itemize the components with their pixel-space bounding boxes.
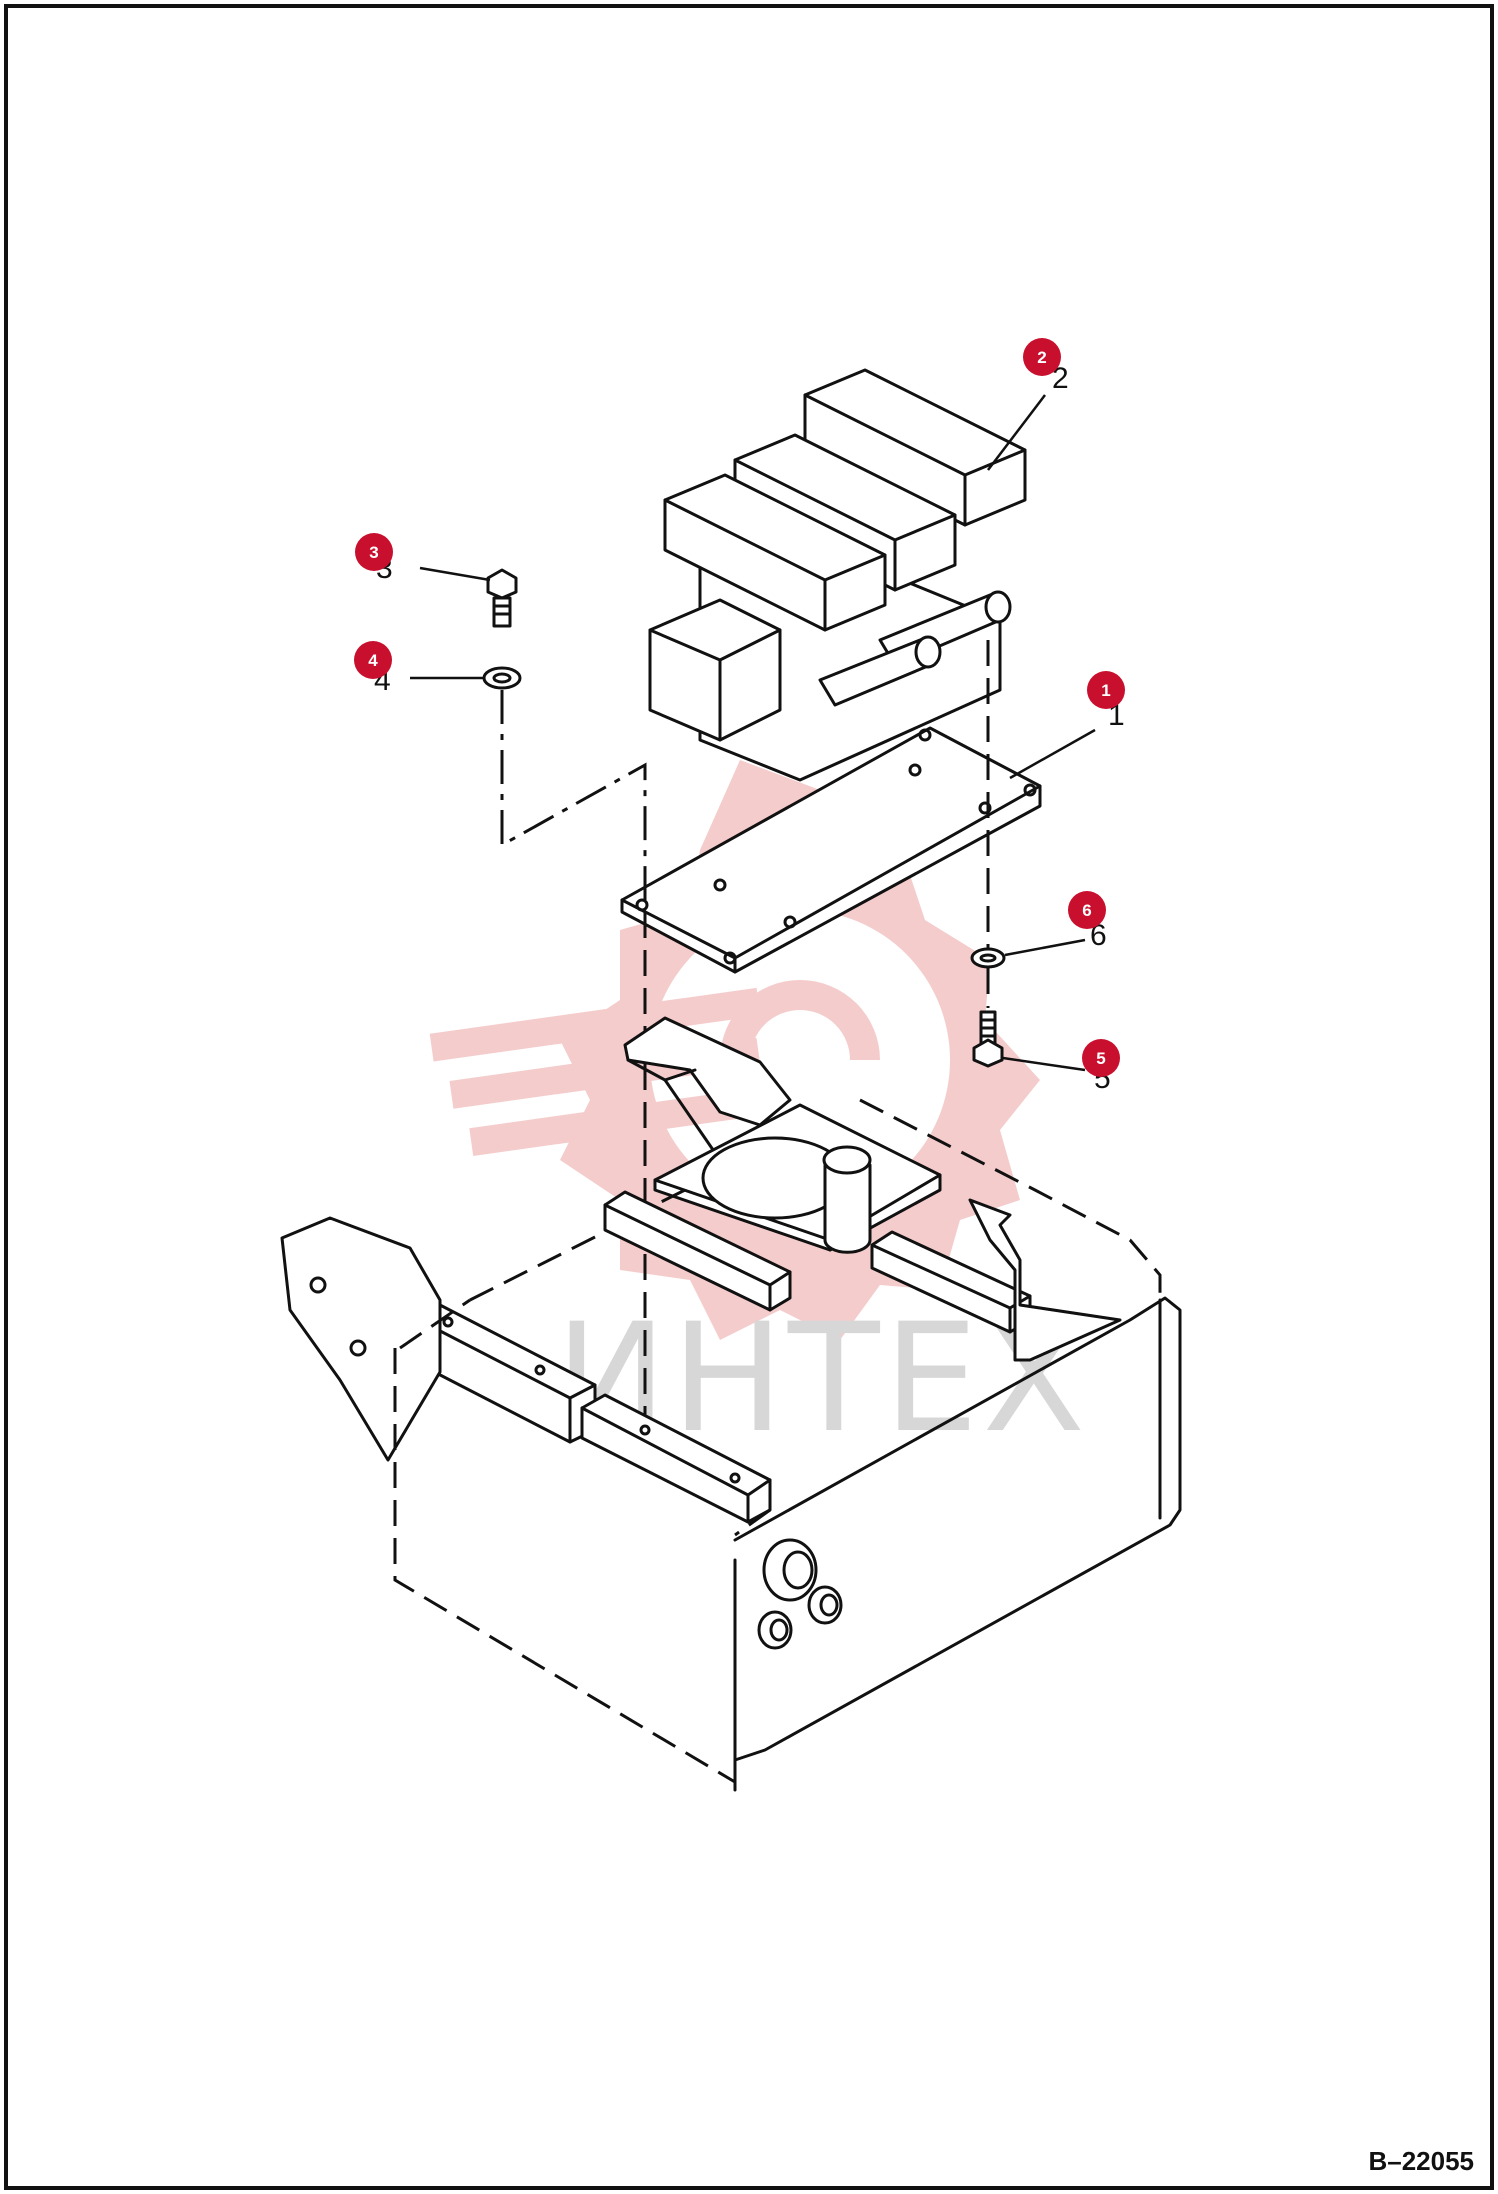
left-ear-bracket — [280, 1216, 442, 1462]
callout-label-2: 2 — [1052, 362, 1069, 395]
assembly-lines — [500, 640, 990, 1435]
badge-5-label: 5 — [1096, 1049, 1105, 1068]
callout-numbers: 2 1 3 4 6 5 — [374, 362, 1125, 1095]
bolt-item-3 — [486, 568, 518, 628]
badge-4[interactable]: 4 — [354, 641, 392, 679]
badge-2[interactable]: 2 — [1023, 338, 1061, 376]
washer-item-4 — [482, 666, 522, 690]
badge-3[interactable]: 3 — [355, 533, 393, 571]
leader-lines — [410, 394, 1096, 1072]
side-wing-bracket — [968, 1198, 1122, 1362]
washer-item-6 — [970, 947, 1006, 969]
top-plate — [653, 1103, 942, 1254]
badge-1[interactable]: 1 — [1087, 671, 1125, 709]
badge-1-label: 1 — [1101, 681, 1110, 700]
valve-block-assembly — [648, 368, 1027, 782]
drawing-id: B–22055 — [1368, 2146, 1474, 2176]
drawing-border — [4, 4, 1494, 2190]
tank-body — [393, 1098, 1182, 1792]
badge-5[interactable]: 5 — [1082, 1039, 1120, 1077]
badge-6-label: 6 — [1082, 901, 1091, 920]
badge-4-label: 4 — [368, 651, 378, 670]
badge-3-label: 3 — [369, 543, 378, 562]
badge-2-label: 2 — [1037, 348, 1046, 367]
badge-6[interactable]: 6 — [1068, 891, 1106, 929]
mounting-plate — [620, 726, 1042, 974]
bolt-item-5 — [972, 1010, 1004, 1068]
